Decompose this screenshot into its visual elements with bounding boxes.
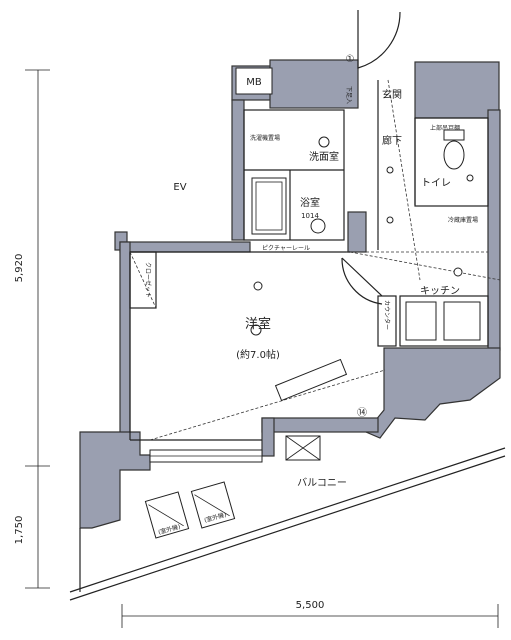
walls [79,59,501,529]
dimension-lines [25,69,499,628]
label-upper-shelf: 上部吊戸棚 [430,124,460,132]
label-fridge-space: 冷蔵庫置場 [448,216,478,224]
dimension-vertical-main: 5,920 [14,254,25,283]
room-label-yokushitsu-size: 1014 [301,212,319,220]
label-washer-space: 洗濯機置場 [250,134,280,142]
room-label-mb: MB [246,77,262,88]
room-label-genkan: 玄関 [382,88,402,101]
room-label-youshitsu-size: (約7.0帖) [236,348,280,361]
label-shoe-box: 下足入 [345,86,352,104]
label-counter: カウンター [383,300,391,330]
room-label-ev: EV [173,182,186,193]
room-label-balcony: バルコニー [297,477,347,489]
room-label-closet: クローゼット [144,262,152,298]
room-label-senmenshitsu: 洗面室 [309,150,339,163]
room-label-youshitsu: 洋室 [245,316,271,332]
dimension-vertical-balcony: 1,750 [14,516,25,545]
room-label-yokushitsu: 浴室 [300,196,320,209]
room-label-toilet: トイレ [421,178,451,189]
room-label-rouka: 廊下 [382,134,402,147]
dimension-horizontal: 5,500 [296,600,325,611]
marker-1: ① [346,54,355,65]
room-label-kitchen: キッチン [420,285,460,297]
marker-14: ⑭ [357,407,367,419]
label-picture-rail: ピクチャーレール [262,245,310,252]
room-outlines [69,10,506,601]
